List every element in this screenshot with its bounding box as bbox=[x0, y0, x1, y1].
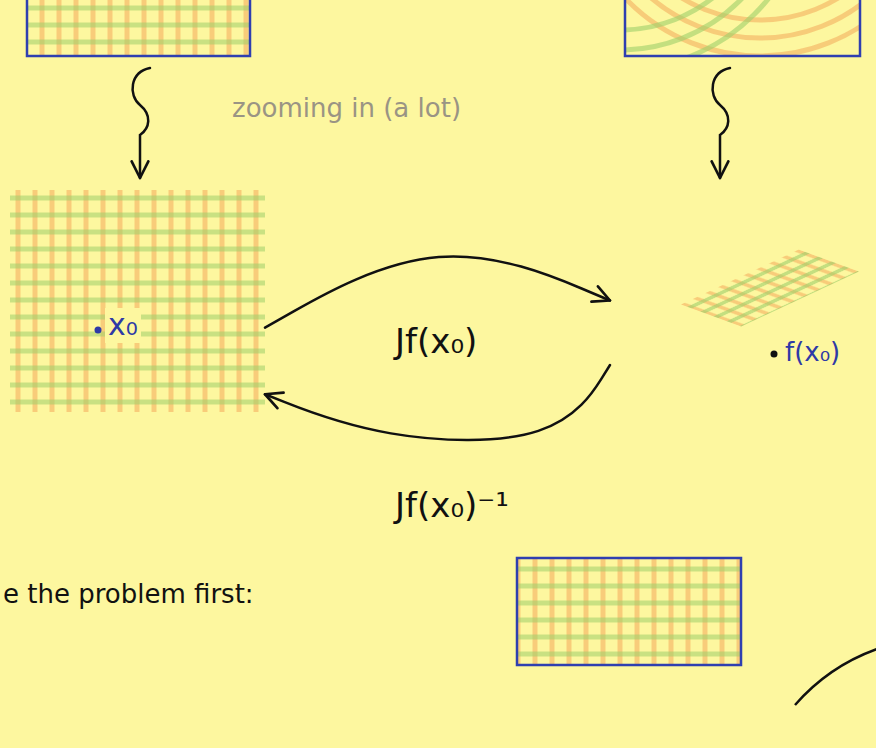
mapping-arrow bbox=[265, 365, 610, 440]
jacobian-label: Jf(x₀) bbox=[392, 322, 480, 361]
node-label: x₀ bbox=[105, 308, 141, 343]
point-dot bbox=[771, 351, 778, 358]
label-holder: e the problem first: bbox=[0, 580, 257, 610]
image-grid: f(x₀) bbox=[610, 230, 872, 380]
grid-pattern bbox=[10, 190, 265, 412]
image-region-box bbox=[625, 0, 860, 56]
point-dot bbox=[95, 327, 102, 334]
mapping-arrow bbox=[265, 256, 610, 327]
annotation-text: zooming in (a lot) bbox=[229, 94, 464, 124]
label-holder: Jf(x₀)⁻¹ bbox=[392, 486, 512, 525]
zoom-arrow bbox=[713, 68, 730, 178]
node-label: f(x₀) bbox=[782, 338, 843, 368]
skewed-grid bbox=[681, 250, 859, 327]
source-region-box bbox=[27, 0, 250, 56]
label-holder: Jf(x₀) bbox=[392, 322, 480, 361]
jacobian-label: Jf(x₀)⁻¹ bbox=[392, 486, 512, 525]
curve-fragment bbox=[795, 648, 876, 705]
sentence-fragment: e the problem first: bbox=[0, 580, 257, 610]
grid-box bbox=[517, 558, 741, 665]
domain-grid: x₀ bbox=[10, 190, 265, 412]
node-shape bbox=[10, 190, 265, 412]
zoom-arrow bbox=[133, 68, 150, 178]
label-holder: zooming in (a lot) bbox=[229, 94, 464, 124]
image-region-arcs bbox=[625, 0, 860, 56]
